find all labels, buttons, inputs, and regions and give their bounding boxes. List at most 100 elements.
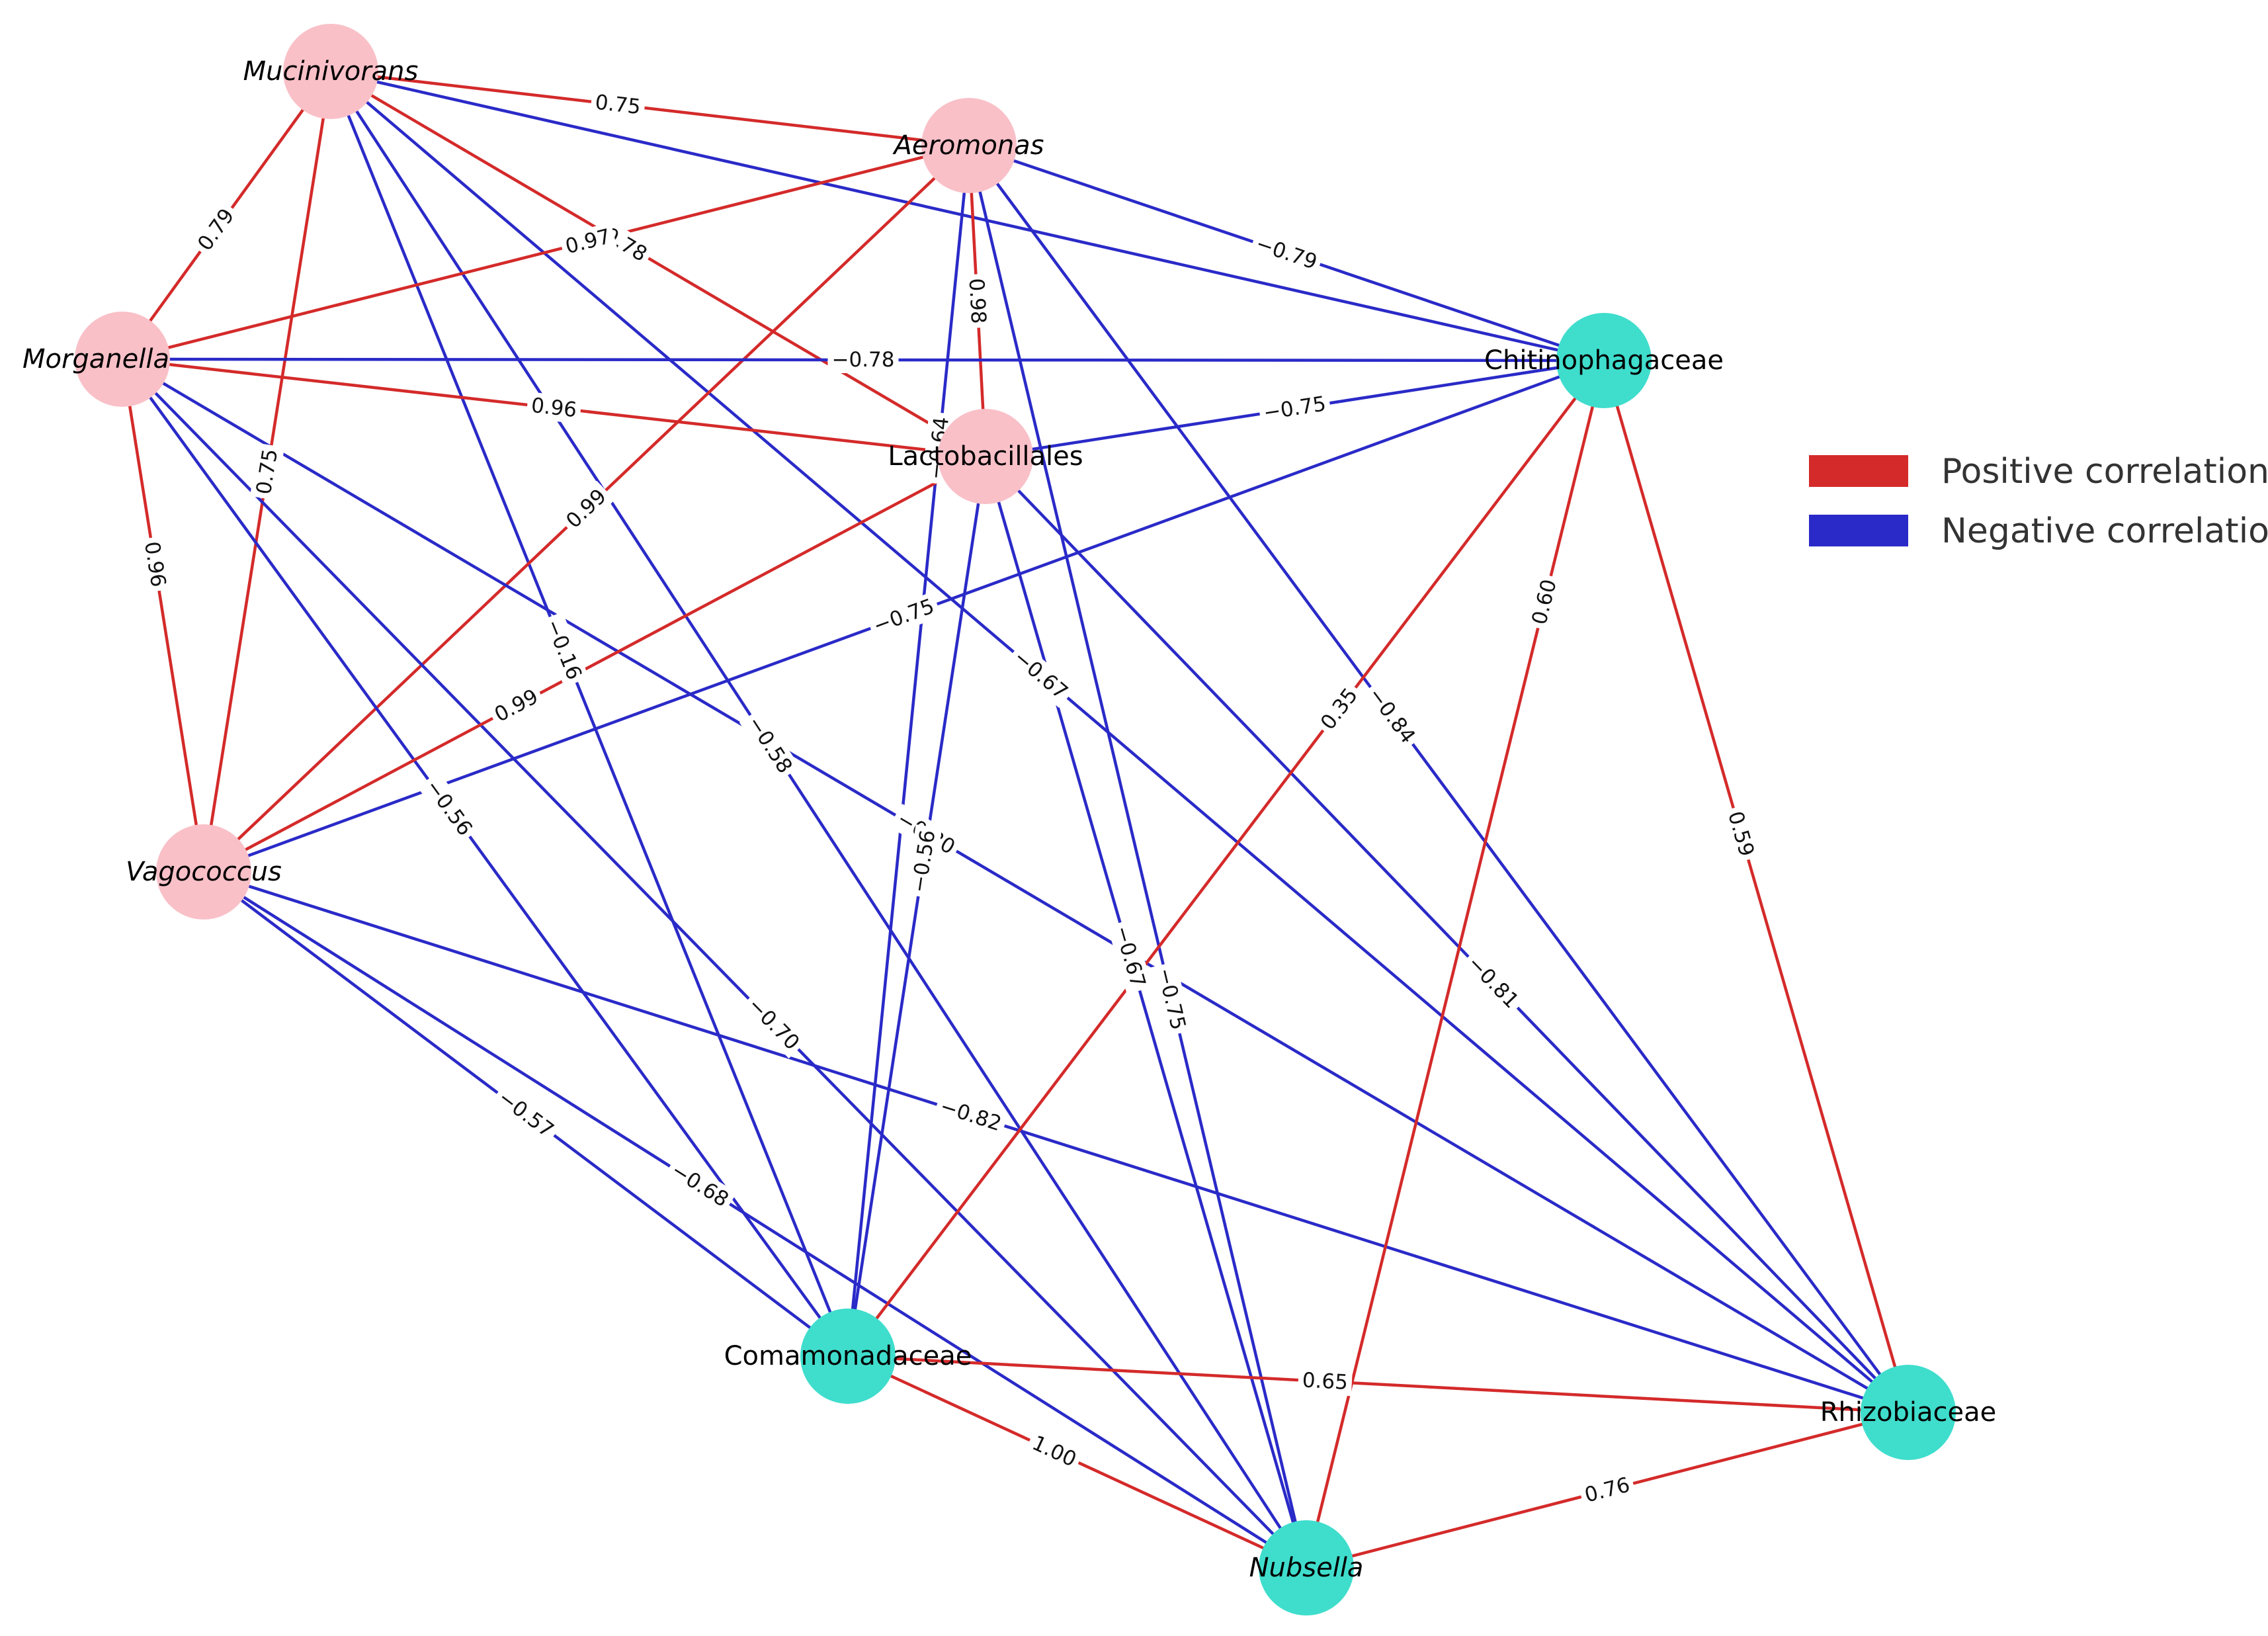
edge-label-vagococcus-comamonadaceae: −0.57 <box>493 1086 558 1142</box>
node-vagococcus <box>156 824 251 920</box>
edge-lactobacillales-rhizobiaceae <box>984 455 1910 1414</box>
edge-label-bg <box>1360 679 1423 752</box>
edge-label-bg <box>1577 1471 1637 1510</box>
edge-label-bg <box>827 346 899 374</box>
node-label-chitinophagaceae: Chitinophagaceae <box>1484 345 1724 376</box>
legend-positive-label: Positive correlation <box>1941 452 2268 492</box>
edge-label-lactobacillales-nubsella: −0.67 <box>1110 923 1150 990</box>
legend-positive-swatch <box>1809 455 1908 487</box>
edge-label-bg <box>1005 642 1076 709</box>
edge-mucinivorans-nubsella <box>329 70 1308 1569</box>
edge-label-bg <box>1257 390 1332 427</box>
legend-negative-label: Negative correlation <box>1941 511 2268 551</box>
node-nubsella <box>1259 1520 1354 1615</box>
edge-label-morganella-comamonadaceae: −0.56 <box>421 775 477 840</box>
edge-label-bg <box>1150 961 1193 1037</box>
edge-label-bg <box>538 611 589 687</box>
node-label-aeromonas: Aeromonas <box>892 130 1044 161</box>
node-label-lactobacillales: Lactobacillales <box>888 441 1083 472</box>
edge-label-bg <box>1525 572 1564 632</box>
edge-label-vagococcus-chitinophagaceae: −0.75 <box>870 594 938 638</box>
edge-label-morganella-vagococcus: 0.96 <box>140 540 170 589</box>
edge-mucinivorans-lactobacillales <box>329 70 987 458</box>
edge-label-bg <box>486 681 546 730</box>
edge-comamonadaceae-rhizobiaceae <box>847 1354 1909 1414</box>
edge-aeromonas-comamonadaceae <box>846 145 971 1357</box>
edge-label-aeromonas-rhizobiaceae: −0.84 <box>1363 683 1420 748</box>
edge-aeromonas-rhizobiaceae <box>968 144 1910 1414</box>
edge-lactobacillales-comamonadaceae <box>846 456 987 1357</box>
edge-mucinivorans-aeromonas <box>330 69 970 148</box>
legend-negative-swatch <box>1809 515 1908 546</box>
edge-mucinivorans-rhizobiaceae <box>329 70 1910 1414</box>
edge-label-aeromonas-chitinophagaceae: −0.79 <box>1253 232 1320 275</box>
edge-label-bg <box>589 88 646 121</box>
edge-lactobacillales-vagococcus <box>202 455 987 873</box>
edge-aeromonas-nubsella <box>967 145 1308 1569</box>
edge-morganella-nubsella <box>121 358 1308 1569</box>
edge-label-morganella-chitinophagaceae: −0.78 <box>831 348 894 372</box>
edge-label-bg <box>739 989 808 1059</box>
edge-mucinivorans-chitinophagaceae <box>330 69 1605 363</box>
edge-label-bg <box>739 708 800 782</box>
edge-label-bg <box>417 771 481 845</box>
edge-label-bg <box>962 273 992 329</box>
edge-label-aeromonas-lactobacillales: 0.98 <box>964 278 991 325</box>
edge-label-bg <box>1248 229 1325 277</box>
edge-label-bg <box>189 200 243 259</box>
edge-label-mucinivorans-vagococcus: 0.75 <box>252 447 282 496</box>
edge-aeromonas-morganella <box>122 144 970 361</box>
edge-label-chitinophagaceae-nubsella: 0.60 <box>1527 577 1561 627</box>
node-label-comamonadaceae: Comamonadaceae <box>724 1341 972 1371</box>
edge-label-bg <box>905 824 943 898</box>
edge-label-bg <box>489 1082 562 1146</box>
node-aeromonas <box>921 98 1017 193</box>
node-chitinophagaceae <box>1556 313 1652 408</box>
edge-label-aeromonas-morganella: 0.97 <box>563 224 613 259</box>
edge-label-bg <box>1297 1367 1353 1397</box>
edge-label-mucinivorans-rhizobiaceae: −0.67 <box>1009 646 1072 705</box>
edge-label-mucinivorans-aeromonas: 0.75 <box>594 91 642 120</box>
node-lactobacillales <box>938 409 1033 504</box>
edge-morganella-rhizobiaceae <box>121 358 1910 1414</box>
edge-label-bg <box>1312 679 1366 739</box>
edge-label-bg <box>1107 919 1153 994</box>
edge-label-bg <box>526 392 582 424</box>
edge-label-comamonadaceae-rhizobiaceae: 0.65 <box>1302 1368 1349 1395</box>
edge-label-vagococcus-rhizobiaceae: −0.82 <box>937 1094 1004 1136</box>
node-label-mucinivorans: Mucinivorans <box>243 56 419 87</box>
edge-vagococcus-nubsella <box>202 871 1308 1569</box>
edge-label-morganella-lactobacillales: 0.96 <box>530 394 578 423</box>
edge-label-bg <box>138 535 173 593</box>
legend: Positive correlation Negative correlatio… <box>1809 452 2268 551</box>
edge-vagococcus-rhizobiaceae <box>203 870 1909 1414</box>
edge-layer <box>120 69 1910 1570</box>
edge-label-lactobacillales-chitinophagaceae: −0.75 <box>1262 392 1327 425</box>
node-rhizobiaceae <box>1861 1365 1956 1460</box>
node-label-vagococcus: Vagococcus <box>126 857 282 887</box>
edge-label-bg <box>1720 804 1761 863</box>
node-label-rhizobiaceae: Rhizobiaceae <box>1820 1397 1996 1428</box>
node-layer: MucinivoransAeromonasMorganellaLactobaci… <box>22 24 1996 1615</box>
node-comamonadaceae <box>800 1309 896 1404</box>
edge-chitinophagaceae-comamonadaceae <box>847 359 1605 1357</box>
edge-label-layer: 0.750.790.750.78−0.16−0.58−0.670.970.980… <box>138 88 1761 1510</box>
edge-label-bg <box>1458 947 1527 1017</box>
node-label-morganella: Morganella <box>22 344 169 374</box>
edge-chitinophagaceae-nubsella <box>1304 360 1606 1569</box>
node-morganella <box>75 312 170 407</box>
edge-morganella-vagococcus <box>120 359 206 873</box>
edge-label-bg <box>933 1092 1009 1139</box>
edge-label-bg <box>1024 1428 1085 1475</box>
edge-label-lactobacillales-rhizobiaceae: −0.81 <box>1462 951 1523 1013</box>
edge-label-bg <box>663 1154 737 1215</box>
edge-label-rhizobiaceae-nubsella: 0.76 <box>1582 1473 1632 1507</box>
node-label-nubsella: Nubsella <box>1249 1553 1364 1583</box>
edge-label-bg <box>558 480 615 537</box>
edge-label-bg <box>866 591 942 641</box>
edge-lactobacillales-nubsella <box>984 456 1308 1569</box>
edge-label-mucinivorans-comamonadaceae: −0.16 <box>540 616 586 683</box>
edge-chitinophagaceae-rhizobiaceae <box>1602 360 1910 1413</box>
edge-label-bg <box>558 222 618 261</box>
